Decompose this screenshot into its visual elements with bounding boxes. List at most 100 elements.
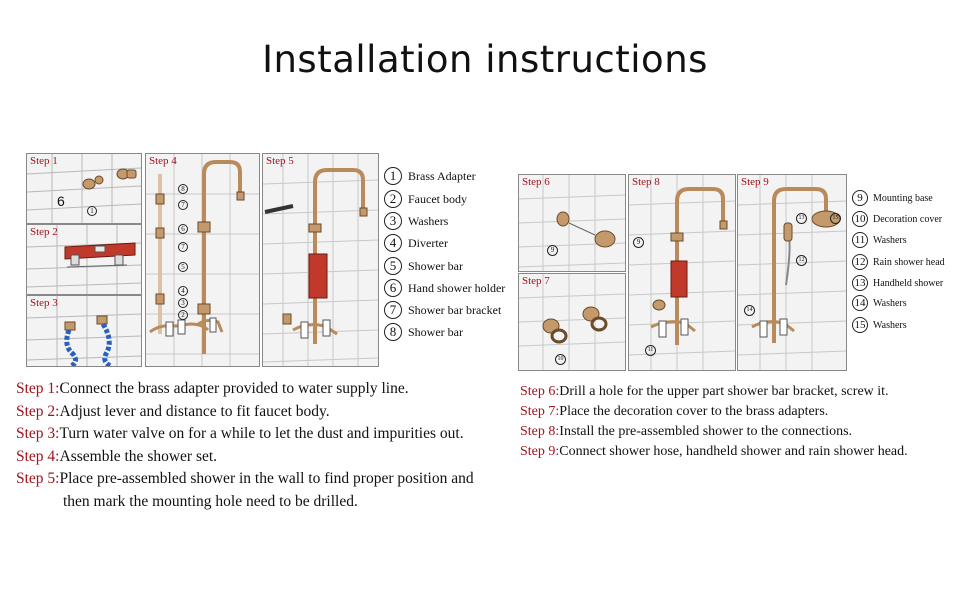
legend-text: Shower bar	[408, 258, 463, 273]
panel-step-6: Step 6 9	[518, 174, 626, 272]
legend-text: Rain shower head	[873, 256, 945, 268]
page-title: Installation instructions	[262, 38, 708, 81]
step-7-illustration	[519, 274, 625, 370]
legend-item: 11 Washers	[852, 232, 907, 248]
panel-step-8: Step 8 9 11	[628, 174, 736, 371]
panel-label: Step 2	[30, 226, 58, 238]
legend-number: 7	[384, 301, 402, 319]
step-label: Step 4:	[16, 447, 60, 465]
legend-item: 9 Mounting base	[852, 190, 933, 206]
step-text: Place pre-assembled shower in the wall t…	[59, 470, 474, 487]
step-text: Assemble the shower set.	[59, 447, 218, 465]
legend-text: Diverter	[408, 235, 448, 250]
legend-text: Shower bar bracket	[408, 302, 502, 317]
legend-number: 8	[384, 323, 402, 341]
legend-text: Washers	[873, 319, 907, 331]
panel-step-5: Step 5	[262, 153, 379, 367]
callout-3: 3	[178, 298, 188, 308]
step-line: Step 9:Connect shower hose, handheld sho…	[520, 442, 960, 462]
step-5-illustration	[263, 154, 378, 366]
panel-step-9: Step 9 13 15 12 14	[737, 174, 847, 371]
step-text: Drill a hole for the upper part shower b…	[559, 384, 889, 399]
callout-7b: 7	[178, 242, 188, 252]
callout-11: 11	[645, 345, 656, 356]
step-label: Step 6:	[520, 384, 560, 399]
legend-text: Handheld shower	[873, 277, 944, 289]
step-text: Connect the brass adapter provided to wa…	[59, 380, 409, 397]
legend-item: 5 Shower bar	[384, 257, 463, 275]
callout-7: 7	[178, 200, 188, 210]
legend-number: 2	[384, 190, 402, 208]
step-3-illustration	[27, 296, 141, 366]
step-line: Step 3:Turn water valve on for a while t…	[16, 423, 516, 446]
legend-item: 1 Brass Adapter	[384, 167, 476, 185]
callout-12: 12	[796, 255, 807, 266]
step-text: Turn water valve on for a while to let t…	[59, 425, 464, 442]
step-line: Step 8:Install the pre-assembled shower …	[520, 422, 960, 442]
step-text: Place the decoration cover to the brass …	[559, 404, 829, 419]
panel-step-7: Step 7 10	[518, 273, 626, 371]
legend-number: 10	[852, 211, 868, 227]
legend-text: Decoration cover	[873, 213, 943, 225]
panel-label: Step 9	[741, 176, 769, 188]
legend-item: 12 Rain shower head	[852, 254, 945, 270]
step-text: Install the pre-assembled shower to the …	[559, 424, 853, 439]
panel-label: Step 3	[30, 297, 58, 309]
legend-item: 14 Washers	[852, 295, 907, 311]
legend-item: 15 Washers	[852, 317, 907, 333]
legend-number: 6	[384, 279, 402, 297]
legend-item: 7 Shower bar bracket	[384, 301, 501, 319]
step-label: Step 7:	[520, 404, 560, 419]
callout-4: 4	[178, 286, 188, 296]
step-line: Step 5:Place pre-assembled shower in the…	[16, 468, 516, 491]
panel-step-4: Step 4 8 7 6 7 5 4 3 2	[145, 153, 260, 367]
panel-label: Step 7	[522, 275, 550, 287]
legend-item: 10 Decoration cover	[852, 211, 942, 227]
panel-label: Step 1	[30, 155, 58, 167]
panel-step-1: Step 1 6 1	[26, 153, 142, 224]
legend-number: 3	[384, 212, 402, 230]
legend-number: 14	[852, 295, 868, 311]
steps-left: Step 1:Connect the brass adapter provide…	[16, 378, 516, 513]
panel-label: Step 8	[632, 176, 660, 188]
step-label: Step 3:	[16, 425, 60, 442]
callout-5: 5	[178, 262, 188, 272]
panel-label: Step 4	[149, 155, 177, 167]
step-2-illustration	[27, 225, 141, 294]
legend-text: Washers	[873, 234, 907, 246]
legend-number: 9	[852, 190, 868, 206]
legend-item: 13 Handheld shower	[852, 275, 943, 291]
panel-label: Step 6	[522, 176, 550, 188]
legend-text: Mounting base	[873, 192, 933, 204]
legend-number: 1	[384, 167, 402, 185]
legend-number: 15	[852, 317, 868, 333]
step-line: Step 7:Place the decoration cover to the…	[520, 402, 960, 422]
step-6-illustration	[519, 175, 625, 271]
panel-step-3: Step 3	[26, 295, 142, 367]
legend-number: 5	[384, 257, 402, 275]
step-4-illustration	[146, 154, 259, 366]
svg-text:6: 6	[57, 193, 65, 209]
step-label: Step 1:	[16, 380, 60, 397]
legend-number: 12	[852, 254, 868, 270]
step-line: Step 2:Adjust lever and distance to fit …	[16, 401, 516, 424]
legend-number: 13	[852, 275, 868, 291]
step-text: Connect shower hose, handheld shower and…	[559, 444, 908, 459]
step-label: Step 8:	[520, 424, 560, 439]
step-label: Step 9:	[520, 444, 560, 459]
steps-right: Step 6:Drill a hole for the upper part s…	[520, 382, 960, 462]
step-9-illustration	[738, 175, 846, 370]
legend-text: Washers	[873, 297, 907, 309]
step-1-illustration: 6	[27, 154, 141, 223]
callout-6: 6	[178, 224, 188, 234]
legend-number: 11	[852, 232, 868, 248]
legend-text: Brass Adapter	[408, 168, 476, 183]
step-label: Step 2:	[16, 402, 60, 420]
legend-text: Shower bar	[408, 324, 463, 339]
step-line: Step 6:Drill a hole for the upper part s…	[520, 382, 960, 402]
callout-13: 13	[796, 213, 807, 224]
